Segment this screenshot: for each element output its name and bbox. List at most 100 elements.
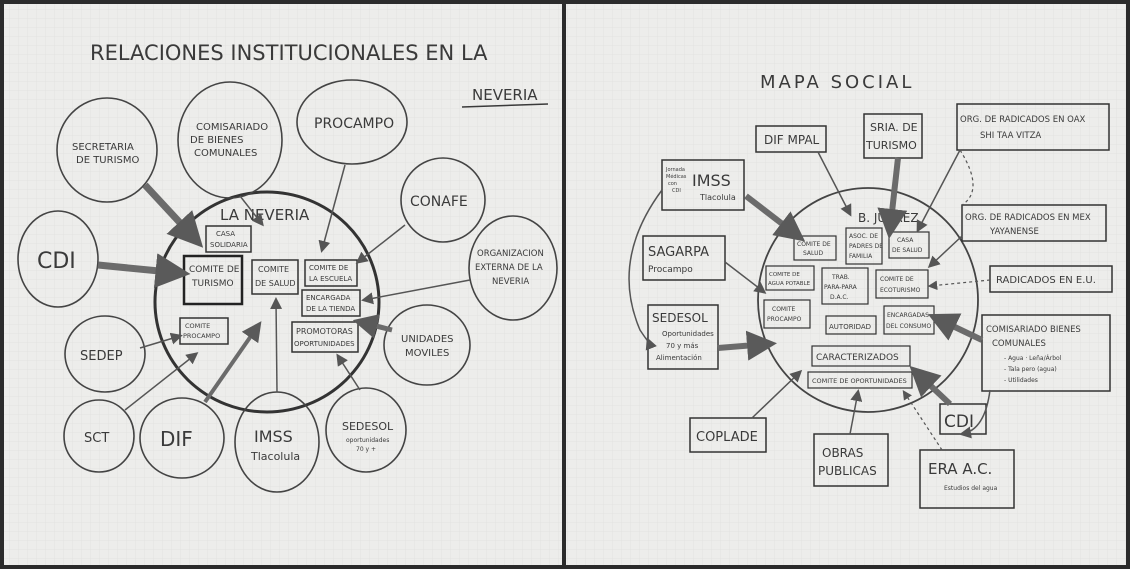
svg-text:70 y más: 70 y más <box>666 342 699 350</box>
svg-text:COMUNALES: COMUNALES <box>992 339 1046 349</box>
svg-text:CASA: CASA <box>216 230 235 238</box>
svg-text:RADICADOS EN E.U.: RADICADOS EN E.U. <box>996 275 1096 286</box>
svg-text:CDI: CDI <box>672 188 681 194</box>
svg-text:COMITE DE: COMITE DE <box>797 241 831 248</box>
svg-text:COMITE: COMITE <box>772 306 796 313</box>
title-underline <box>461 103 549 108</box>
rbox-comite-salud: COMITE DE SALUD <box>793 235 837 261</box>
svg-text:ORGANIZACION: ORGANIZACION <box>477 249 544 259</box>
svg-text:YAYANENSE: YAYANENSE <box>989 227 1039 237</box>
svg-text:COPLADE: COPLADE <box>696 430 758 445</box>
svg-text:COMITE DE: COMITE DE <box>880 276 914 283</box>
svg-text:COMISARIADO: COMISARIADO <box>196 122 268 133</box>
svg-text:Alimentación: Alimentación <box>656 354 702 362</box>
svg-text:DE TURISMO: DE TURISMO <box>76 155 139 166</box>
svg-text:PARA-PARA: PARA-PARA <box>824 284 858 291</box>
svg-text:ENCARGADA: ENCARGADA <box>306 294 351 302</box>
svg-text:MOVILES: MOVILES <box>405 348 449 359</box>
svg-text:DIF: DIF <box>160 427 193 451</box>
svg-text:COMITE: COMITE <box>258 265 289 274</box>
svg-text:Oportunidades: Oportunidades <box>662 330 714 338</box>
svg-text:PROCAMPO: PROCAMPO <box>314 116 394 132</box>
svg-text:DE SALUD: DE SALUD <box>255 279 296 288</box>
left-title: RELACIONES INSTITUCIONALES EN LA <box>90 41 488 65</box>
svg-text:ORG. DE RADICADOS EN OAX: ORG. DE RADICADOS EN OAX <box>960 115 1086 125</box>
svg-text:CDI: CDI <box>944 412 974 432</box>
rbox-comite-agua: COMITE DE AGUA POTABLE <box>765 265 815 291</box>
svg-text:oportunidades: oportunidades <box>346 437 389 444</box>
node-secretaria-turismo: SECRETARIA DE TURISMO <box>56 97 158 203</box>
node-dif: DIF <box>139 397 225 479</box>
node-sedesol: SEDESOL oportunidades 70 y + <box>325 387 407 473</box>
svg-text:AUTORIDAD: AUTORIDAD <box>829 323 871 331</box>
svg-text:- Utilidades: - Utilidades <box>1004 377 1038 384</box>
svg-text:SEDESOL: SEDESOL <box>652 311 708 325</box>
svg-text:SECRETARIA: SECRETARIA <box>72 142 134 153</box>
svg-text:ASOC. DE: ASOC. DE <box>849 233 878 240</box>
box-casa-solidaria: CASA SOLIDARIA <box>205 225 252 253</box>
rbox-caracterizados: CARACTERIZADOS <box>811 345 911 367</box>
rbox-casa-salud: CASA DE SALUD <box>888 231 930 259</box>
svg-text:FAMILIA: FAMILIA <box>849 253 873 260</box>
box-org-mex: ORG. DE RADICADOS EN MEX YAYANENSE <box>961 204 1107 242</box>
svg-text:ERA A.C.: ERA A.C. <box>928 460 992 478</box>
svg-text:SALUD: SALUD <box>803 250 823 257</box>
box-encargada: ENCARGADA DE LA TIENDA <box>301 289 361 317</box>
svg-text:DE LA TIENDA: DE LA TIENDA <box>306 305 355 313</box>
svg-text:COMITE DE: COMITE DE <box>769 272 800 278</box>
neveria-label: LA NEVERIA <box>220 206 310 224</box>
svg-text:- Agua · Leña/Árbol: - Agua · Leña/Árbol <box>1004 355 1062 362</box>
right-grid <box>566 4 1126 565</box>
svg-text:OPORTUNIDADES: OPORTUNIDADES <box>294 340 355 348</box>
svg-text:SOLIDARIA: SOLIDARIA <box>210 241 248 249</box>
svg-text:ORG. DE RADICADOS EN MEX: ORG. DE RADICADOS EN MEX <box>965 213 1091 223</box>
svg-text:D.A.C.: D.A.C. <box>830 294 849 301</box>
box-radicados-eu: RADICADOS EN E.U. <box>989 265 1113 293</box>
svg-text:PADRES DE: PADRES DE <box>849 243 883 250</box>
neveria-circle <box>153 190 381 414</box>
left-title-neveria: NEVERIA <box>472 86 538 104</box>
svg-text:IMSS: IMSS <box>692 171 731 190</box>
svg-text:CONAFE: CONAFE <box>410 194 468 210</box>
svg-text:TURISMO: TURISMO <box>865 139 917 152</box>
box-era: ERA A.C. Estudios del agua <box>919 449 1015 509</box>
svg-text:SHI TAA VITZA: SHI TAA VITZA <box>980 131 1041 141</box>
svg-text:DE SALUD: DE SALUD <box>892 247 923 254</box>
svg-text:COMISARIADO BIENES: COMISARIADO BIENES <box>986 325 1081 335</box>
svg-text:DEL CONSUMO: DEL CONSUMO <box>886 323 931 330</box>
node-conafe: CONAFE <box>400 157 486 243</box>
svg-text:NEVERIA: NEVERIA <box>492 277 529 287</box>
box-sagarpa: SAGARPA Procampo <box>642 235 726 281</box>
box-coplade: COPLADE <box>689 417 767 453</box>
svg-text:SAGARPA: SAGARPA <box>648 245 709 260</box>
svg-text:AGUA POTABLE: AGUA POTABLE <box>768 281 811 287</box>
box-sria-turismo: SRIA. DE TURISMO <box>863 113 923 159</box>
box-imss-r: Jornada Médicas con CDI IMSS Tlacolula <box>661 159 745 211</box>
svg-text:Tlacolula: Tlacolula <box>250 450 300 463</box>
svg-text:ENCARGADAS: ENCARGADAS <box>887 312 929 319</box>
left-panel: RELACIONES INSTITUCIONALES EN LA NEVERIA… <box>4 4 562 565</box>
rbox-padres: ASOC. DE PADRES DE FAMILIA <box>845 227 883 265</box>
svg-text:COMITE: COMITE <box>185 322 210 330</box>
svg-text:con: con <box>668 181 677 187</box>
box-org-oax: ORG. DE RADICADOS EN OAX SHI TAA VITZA <box>956 103 1110 151</box>
svg-text:CARACTERIZADOS: CARACTERIZADOS <box>816 353 899 363</box>
svg-text:SEDEP: SEDEP <box>80 349 123 364</box>
svg-text:PROCAMPO: PROCAMPO <box>183 332 220 340</box>
svg-text:CDI: CDI <box>37 249 76 274</box>
svg-text:COMITE DE: COMITE DE <box>189 265 240 275</box>
svg-text:IMSS: IMSS <box>254 427 293 446</box>
svg-text:CASA: CASA <box>897 237 914 244</box>
svg-text:COMUNALES: COMUNALES <box>194 148 257 159</box>
svg-text:UNIDADES: UNIDADES <box>401 334 453 345</box>
node-procampo: PROCAMPO <box>296 79 408 165</box>
node-organizacion: ORGANIZACION EXTERNA DE LA NEVERIA <box>468 215 558 321</box>
box-obras: OBRAS PUBLICAS <box>813 433 889 487</box>
svg-text:70 y +: 70 y + <box>356 446 376 453</box>
node-comisariado: COMISARIADO DE BIENES COMUNALES <box>177 81 283 199</box>
box-comite-escuela: COMITE DE LA ESCUELA <box>304 259 358 287</box>
svg-text:- Tala pero (agua): - Tala pero (agua) <box>1004 366 1057 373</box>
svg-text:COMITE DE: COMITE DE <box>309 264 348 272</box>
box-comisariado-r: COMISARIADO BIENES COMUNALES - Agua · Le… <box>981 314 1111 392</box>
